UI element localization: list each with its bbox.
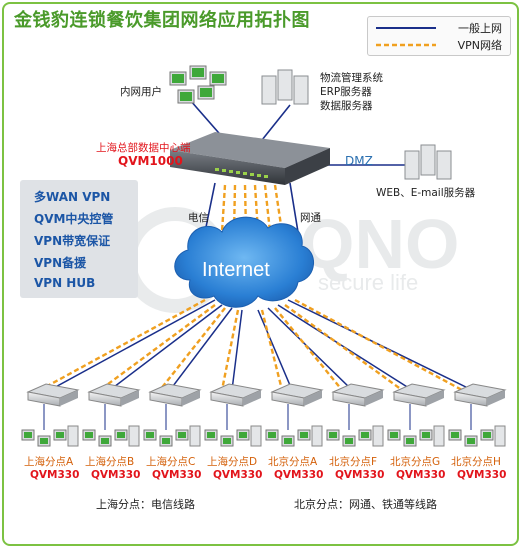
isp-telecom-label: 电信	[188, 212, 209, 224]
branch-model: QVM330	[213, 469, 263, 481]
branch-model: QVM330	[457, 469, 507, 481]
server-label-data: 数据服务器	[320, 100, 373, 112]
branch-model: QVM330	[152, 469, 202, 481]
feature-item: VPN带宽保证	[34, 234, 111, 248]
internet-cloud: Internet	[174, 216, 314, 308]
branch-devices	[21, 383, 507, 447]
feature-item: VPN HUB	[34, 276, 96, 290]
branch-name: 北京分点F	[329, 456, 378, 468]
legend-vpn: VPN网络	[374, 37, 506, 53]
watermark-brand: QNO	[300, 205, 459, 283]
feature-box: 多WAN VPN QVM中央控管 VPN带宽保证 VPN备援 VPN HUB	[20, 180, 138, 298]
branch-lines	[39, 298, 473, 392]
branch-model: QVM330	[274, 469, 324, 481]
footer-beijing: 北京分点：网通、铁通等线路	[294, 498, 437, 511]
diagram-title: 金钱豹连锁餐饮集团网络应用拓扑图	[14, 10, 310, 31]
dmz-label: DMZ	[345, 154, 373, 168]
branch-name: 上海分点A	[24, 456, 74, 468]
server-label-erp: ERP服务器	[320, 86, 372, 98]
branch-name: 北京分点A	[268, 456, 318, 468]
branch-name: 上海分点B	[85, 456, 135, 468]
feature-item: 多WAN VPN	[34, 190, 111, 204]
internet-trunk	[204, 182, 299, 233]
legend-vpn-line	[376, 43, 436, 47]
branch-device	[21, 383, 80, 447]
branch-model: QVM330	[335, 469, 385, 481]
branch-model: QVM330	[30, 469, 80, 481]
watermark-slogan: secure life	[318, 270, 418, 295]
branch-name: 北京分点G	[390, 456, 441, 468]
server-label-logistics: 物流管理系统	[320, 72, 383, 84]
branch-device	[448, 383, 507, 447]
branch-device	[387, 383, 446, 447]
branch-name: 上海分点D	[207, 456, 258, 468]
legend-vpn-label: VPN网络	[457, 39, 502, 52]
feature-item: QVM中央控管	[34, 212, 114, 226]
legend-internet-line	[376, 27, 436, 29]
intranet-users	[169, 65, 227, 104]
cloud-label: Internet	[202, 259, 270, 281]
dmz-servers	[404, 144, 452, 180]
branch-model: QVM330	[91, 469, 141, 481]
legend: 一般上网 VPN网络	[367, 16, 511, 56]
branch-device	[265, 383, 324, 447]
branch-device	[326, 383, 385, 447]
web-server-label: WEB、E-mail服务器	[376, 187, 476, 199]
branch-device	[204, 383, 263, 447]
datacenter-label: 上海总部数据中心端	[96, 142, 191, 154]
footer-shanghai: 上海分点：电信线路	[96, 498, 195, 511]
branch-name: 上海分点C	[146, 456, 196, 468]
branch-name: 北京分点H	[451, 456, 501, 468]
legend-internet-label: 一般上网	[458, 22, 502, 35]
isp-netcom-label: 网通	[300, 212, 321, 224]
branch-model: QVM330	[396, 469, 446, 481]
legend-internet: 一般上网	[374, 20, 506, 36]
branch-device	[143, 383, 202, 447]
feature-item: VPN备援	[34, 256, 87, 270]
hq-router	[170, 132, 330, 185]
server-stack	[261, 69, 309, 105]
branch-device	[82, 383, 141, 447]
intranet-users-label: 内网用户	[120, 86, 162, 98]
hq-model: QVM1000	[118, 154, 183, 168]
